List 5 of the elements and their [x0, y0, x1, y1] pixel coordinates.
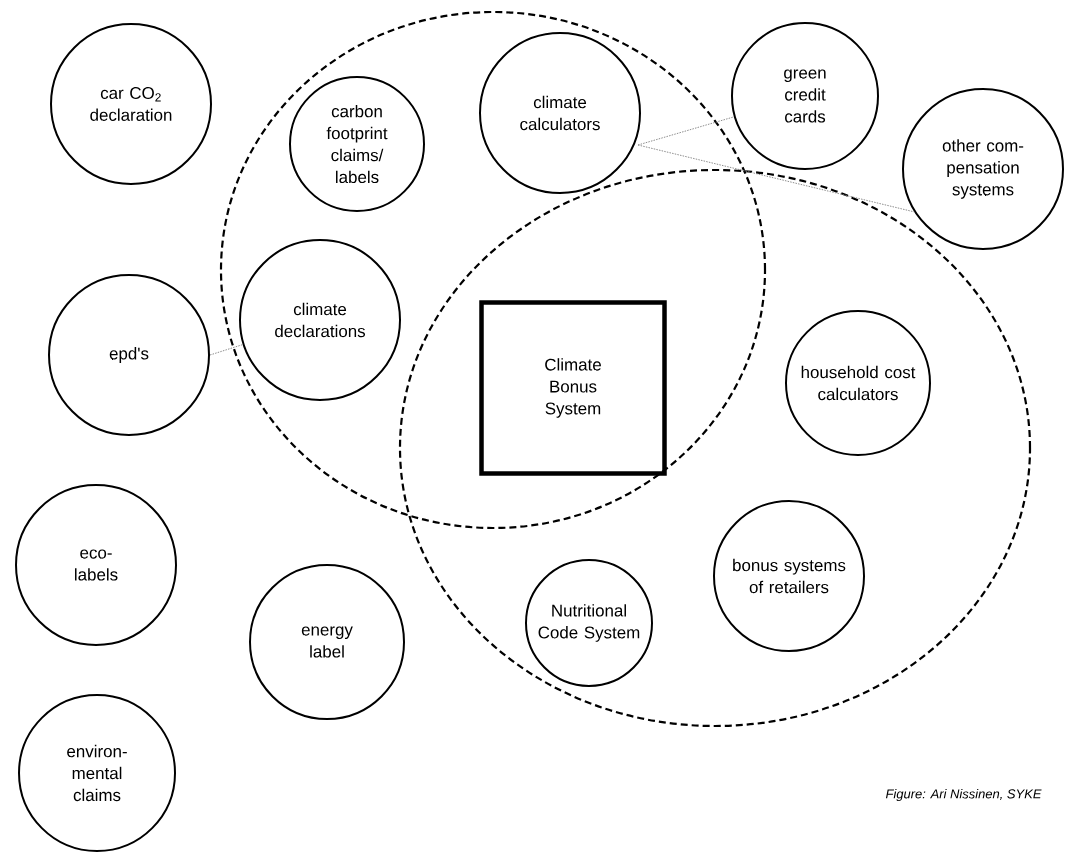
connector-line: [209, 344, 244, 356]
dashed-ellipse: [219, 10, 767, 530]
caption: Figure: Ari Nissinen, SYKE: [885, 788, 1042, 802]
connector-line: [637, 144, 915, 213]
central-box: Climate Bonus System: [479, 300, 667, 476]
